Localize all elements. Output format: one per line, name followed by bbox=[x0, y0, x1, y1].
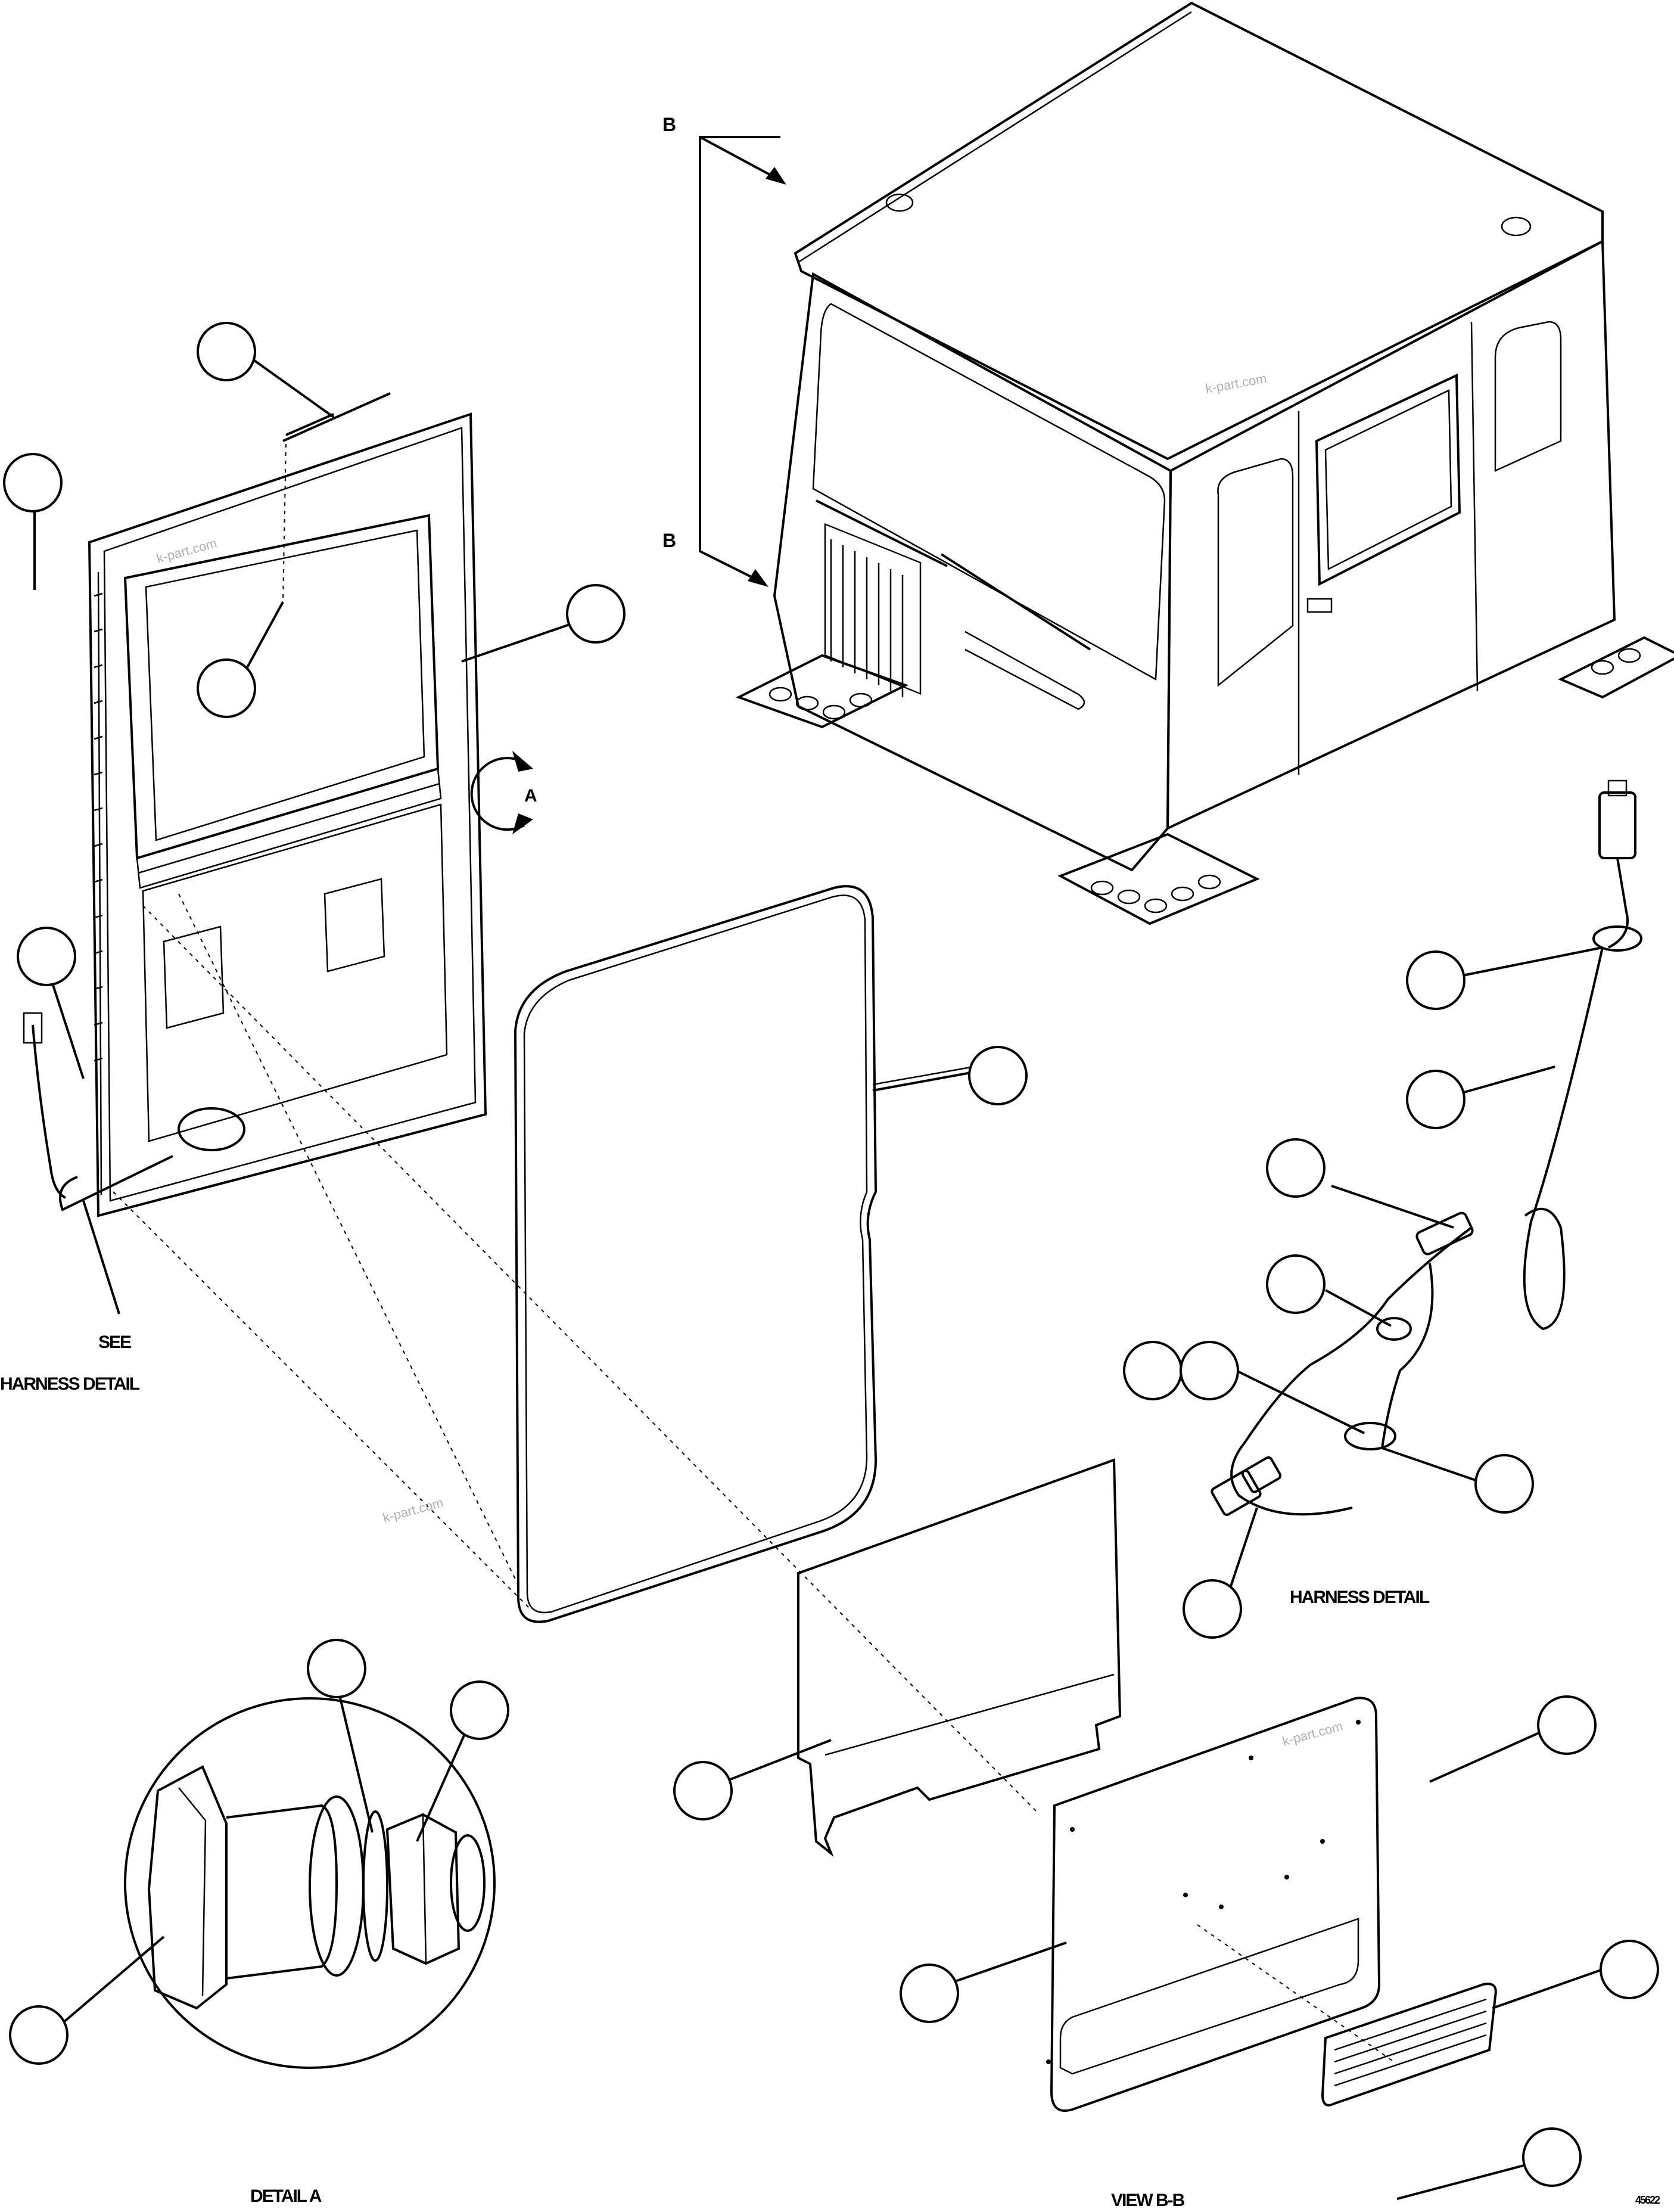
callout-bubble bbox=[1183, 1579, 1242, 1639]
callout-bubble bbox=[566, 584, 626, 644]
front-panel bbox=[1046, 1697, 1497, 2112]
arrow-a-label: A bbox=[524, 786, 537, 806]
callout-bubble bbox=[1266, 1138, 1325, 1198]
callout-bubble bbox=[17, 927, 76, 986]
view-bb-label: VIEW B-B bbox=[1111, 2191, 1185, 2210]
explode-lines bbox=[113, 893, 1395, 2062]
callout-bubble bbox=[1180, 1341, 1239, 1400]
callout-leaders bbox=[33, 356, 1603, 2200]
callout-bubble bbox=[1474, 1454, 1534, 1514]
watermarks: k-part.com k-part.com k-part.com k-part.… bbox=[155, 371, 1345, 1749]
view-b-upper-label: B bbox=[662, 114, 676, 135]
callout-bubble bbox=[307, 1639, 366, 1698]
callout-bubble bbox=[673, 1761, 733, 1820]
figure-id: 45622 bbox=[1635, 2194, 1660, 2206]
callout-bubble bbox=[1406, 950, 1465, 1010]
insulation-panel bbox=[797, 1458, 1122, 1857]
detail-a-label: DETAIL A bbox=[250, 2186, 322, 2206]
callout-bubble bbox=[1266, 1254, 1325, 1314]
callout-bubble bbox=[3, 453, 63, 512]
callout-bubble bbox=[1537, 1695, 1597, 1755]
callout-bubble bbox=[197, 658, 256, 718]
callout-bubble bbox=[1123, 1341, 1183, 1400]
watermark: k-part.com bbox=[381, 1495, 445, 1526]
callout-bubble bbox=[9, 2005, 69, 2065]
callout-bubble bbox=[197, 322, 256, 381]
detail-a-circle bbox=[124, 1697, 496, 2069]
view-b-arrows: B B bbox=[662, 114, 786, 587]
harness-detail-left-label: HARNESS DETAIL bbox=[0, 1374, 140, 1394]
view-b-lower-label: B bbox=[662, 530, 676, 551]
see-label: SEE bbox=[98, 1332, 131, 1352]
callout-bubble bbox=[968, 1046, 1028, 1105]
door-assembly: A bbox=[23, 392, 538, 1217]
harness-assembly bbox=[1211, 779, 1642, 1516]
callout-bubble bbox=[1406, 1070, 1465, 1129]
callout-bubble bbox=[900, 1964, 959, 2023]
watermark: k-part.com bbox=[1281, 1719, 1345, 1749]
callout-bubbles bbox=[3, 322, 1659, 2187]
watermark: k-part.com bbox=[1205, 371, 1268, 396]
window-seal bbox=[514, 885, 975, 1623]
harness-detail-right-label: HARNESS DETAIL bbox=[1290, 1587, 1430, 1607]
callout-bubble bbox=[1600, 1940, 1659, 1999]
see-harness-note: SEE HARNESS DETAIL bbox=[0, 1200, 141, 1394]
cab-assembly bbox=[735, 1, 1674, 925]
callout-bubble bbox=[1522, 2127, 1582, 2187]
callout-bubble bbox=[450, 1680, 509, 1740]
